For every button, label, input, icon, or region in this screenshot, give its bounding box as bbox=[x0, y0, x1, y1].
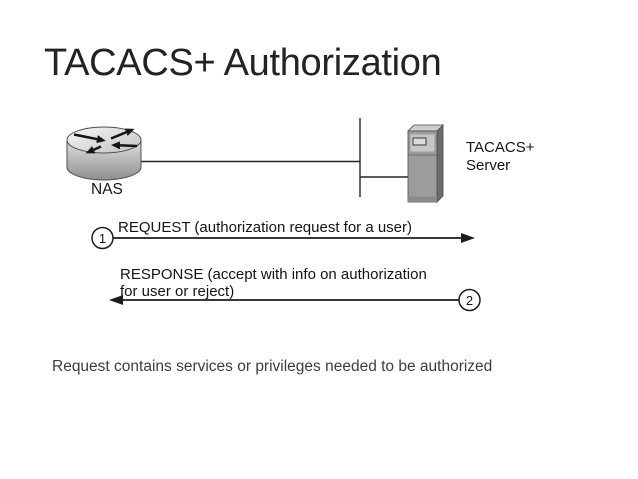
server-tower-icon bbox=[407, 124, 444, 203]
router-arrow-out-upright bbox=[110, 128, 135, 140]
step-1-marker bbox=[91, 226, 114, 250]
server-base bbox=[408, 196, 437, 202]
router-arrow-in-right bbox=[73, 133, 106, 144]
server-slot bbox=[412, 137, 427, 146]
router-direction-arrows bbox=[73, 128, 138, 154]
footnote: Request contains services or privileges … bbox=[52, 358, 493, 375]
router-icon bbox=[66, 126, 142, 181]
response-label-line1: RESPONSE (accept with info on authorizat… bbox=[120, 266, 427, 283]
request-label: REQUEST (authorization request for a use… bbox=[118, 219, 412, 236]
router-arrow-out-downleft bbox=[85, 145, 102, 154]
server-label-line2: Server bbox=[466, 157, 510, 174]
router-top-face bbox=[66, 126, 142, 154]
step-2-marker bbox=[458, 288, 481, 312]
step-1-number: 1 bbox=[99, 231, 106, 246]
nas-label: NAS bbox=[91, 181, 123, 198]
server-label-line1: TACACS+ bbox=[466, 139, 535, 156]
router-arrow-in-left bbox=[111, 141, 138, 150]
step-2-number: 2 bbox=[466, 293, 473, 308]
server-top-face bbox=[407, 124, 444, 132]
slide-title: TACACS+ Authorization bbox=[44, 42, 442, 84]
server-side-face bbox=[436, 124, 444, 203]
response-label-line2: for user or reject) bbox=[120, 283, 234, 300]
